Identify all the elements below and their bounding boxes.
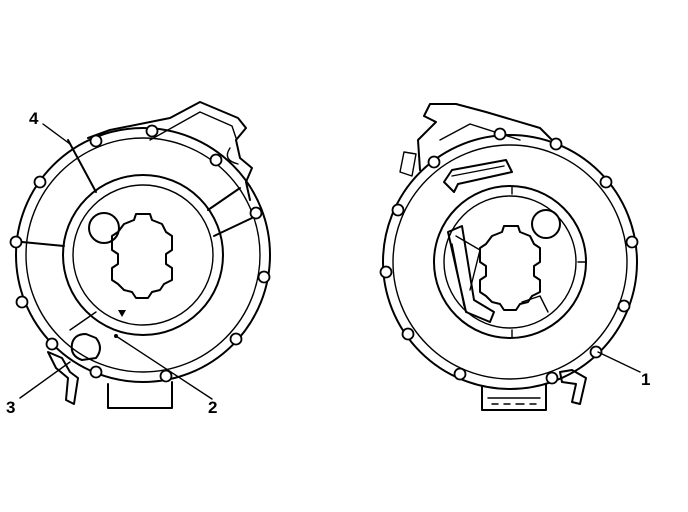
- leader-line-2: [115, 335, 213, 400]
- callout-2: 2: [208, 398, 218, 417]
- callout-4: 4: [29, 109, 39, 128]
- leader-2-tip: [114, 334, 118, 338]
- left-flange-bolts: [9, 124, 271, 383]
- callout-1: 1: [641, 370, 651, 389]
- left-housing: [9, 101, 271, 409]
- leader-line-4: [42, 123, 71, 145]
- callout-3: 3: [6, 398, 16, 417]
- right-flange-bolts: [379, 127, 639, 385]
- leader-line-1: [597, 351, 641, 373]
- leader-line-3: [19, 361, 71, 399]
- right-housing: [379, 103, 639, 411]
